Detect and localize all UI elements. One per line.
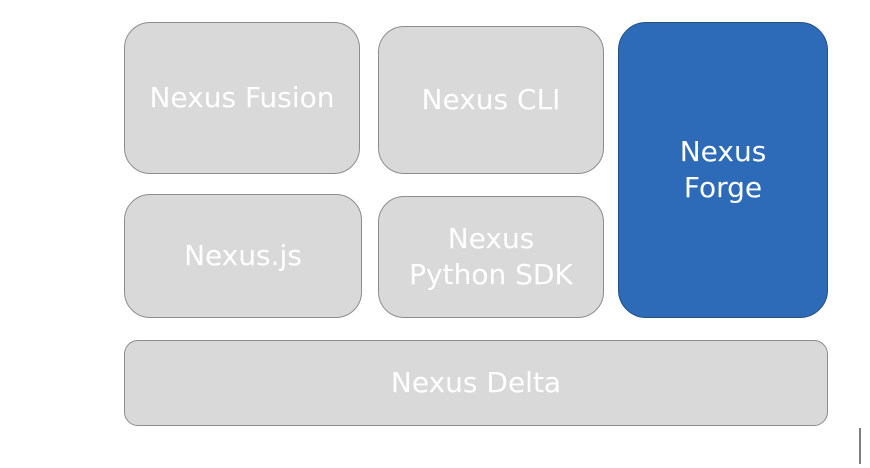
nexus-cli-box: Nexus CLI xyxy=(378,26,604,174)
edge-divider xyxy=(859,428,861,464)
nexus-js-label: Nexus.js xyxy=(184,238,302,272)
nexus-forge-box: Nexus Forge xyxy=(618,22,828,318)
nexus-fusion-box: Nexus Fusion xyxy=(124,22,360,174)
nexus-js-box: Nexus.js xyxy=(124,194,362,318)
nexus-fusion-label: Nexus Fusion xyxy=(149,80,335,114)
nexus-cli-label: Nexus CLI xyxy=(421,82,561,116)
nexus-forge-label: Nexus Forge xyxy=(679,134,767,204)
nexus-delta-box: Nexus Delta xyxy=(124,340,828,426)
nexus-python-sdk-box: Nexus Python SDK xyxy=(378,196,604,318)
nexus-python-sdk-label: Nexus Python SDK xyxy=(409,221,573,291)
nexus-delta-label: Nexus Delta xyxy=(390,365,562,399)
